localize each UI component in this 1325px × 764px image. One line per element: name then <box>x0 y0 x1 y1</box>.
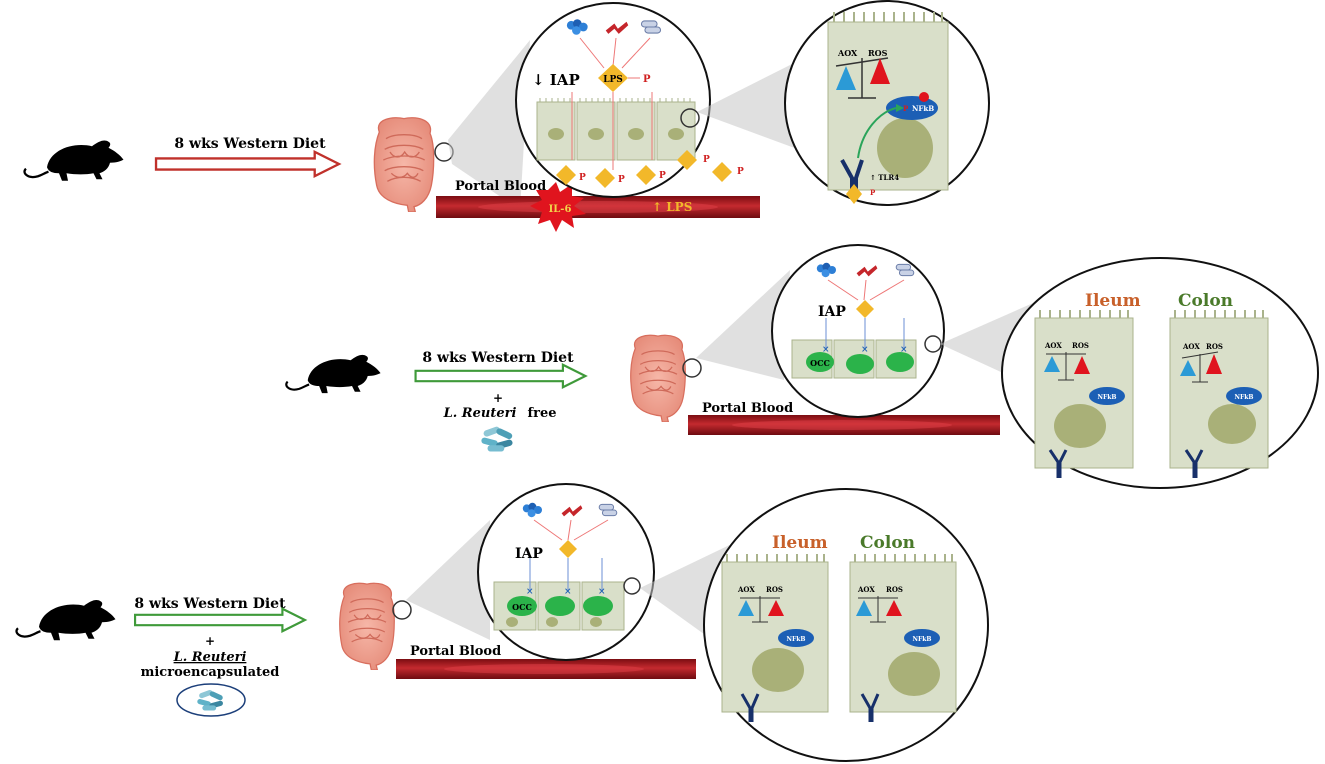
intestine-icon <box>629 334 687 422</box>
diet-arrow <box>414 363 587 389</box>
species-label: L. Reuteri <box>173 650 247 665</box>
rat-icon <box>23 139 125 182</box>
intestine-icon <box>338 582 396 670</box>
arrow-label: 8 wks Western Diet <box>422 350 574 366</box>
nfkb-label: NFkB <box>1235 394 1254 401</box>
nfkb-phospho: P <box>903 104 909 113</box>
svg-text:×: × <box>861 345 869 355</box>
plus-label: + <box>493 391 503 405</box>
zoom-cone <box>448 40 530 210</box>
blood-lps-label: ↑ LPS <box>652 200 692 214</box>
probiotic-icon <box>480 425 514 452</box>
svg-text:P: P <box>579 173 586 183</box>
ileum-label: Ileum <box>772 533 828 553</box>
il6-burst <box>530 182 586 232</box>
diet-arrow <box>154 150 341 178</box>
portal-blood-label: Portal Blood <box>455 179 546 194</box>
aox-label: AOX <box>737 585 755 594</box>
ros-label: ROS <box>1072 341 1089 350</box>
nfkb-label: NFkB <box>912 104 934 113</box>
nfkb-label: NFkB <box>787 636 806 643</box>
tlr4-phospho: P <box>870 188 876 197</box>
zoom-circle-epithelium: ↓ IAP LPS P <box>515 2 744 198</box>
row-2-reuteri-free: 8 wks Western Diet + L. Reuteri free Por… <box>285 244 1319 489</box>
tlr4-label: ↑ TLR4 <box>870 173 899 182</box>
panel-ileum-colon: Ileum Colon AOX ROS NFkB AOX <box>1001 257 1319 489</box>
row-3-reuteri-microencapsulated: 8 wks Western Diet + L. Reuteri microenc… <box>15 483 989 762</box>
intestine-icon <box>373 116 435 212</box>
svg-text:×: × <box>526 587 534 597</box>
nfkb-label: NFkB <box>1098 394 1117 401</box>
form-label: free <box>528 406 557 421</box>
iap-label: IAP <box>818 304 846 320</box>
ros-label: ROS <box>1206 342 1223 351</box>
svg-text:P: P <box>659 171 666 181</box>
species-label: L. Reuteri <box>443 406 517 421</box>
plus-label: + <box>205 634 215 648</box>
panel-ileum-colon: Ileum Colon AOX ROS NFkB AOX <box>703 488 989 762</box>
svg-text:×: × <box>598 587 606 597</box>
zoom-circle-epithelium: IAP × × × OCC <box>477 483 655 661</box>
row-1-western-diet: 8 wks Western Diet Portal Blood IL-6 ↑ L… <box>23 0 990 232</box>
svg-text:P: P <box>703 155 710 165</box>
microcapsule <box>176 683 246 717</box>
svg-text:×: × <box>900 345 908 355</box>
ileum-label: Ileum <box>1085 291 1141 311</box>
il6-label: IL-6 <box>549 204 572 215</box>
ros-label: ROS <box>766 585 783 594</box>
ros-label: ROS <box>868 48 888 58</box>
svg-text:×: × <box>822 345 830 355</box>
ros-label: ROS <box>886 585 903 594</box>
portal-blood-label: Portal Blood <box>702 401 793 416</box>
colon-label: Colon <box>860 533 915 553</box>
lps-label: LPS <box>603 75 623 85</box>
arrow-label: 8 wks Western Diet <box>134 596 286 612</box>
arrow-label: 8 wks Western Diet <box>174 136 326 152</box>
iap-label: ↓ IAP <box>532 71 580 89</box>
svg-text:×: × <box>564 587 572 597</box>
diet-arrow <box>133 607 307 633</box>
svg-text:P: P <box>737 167 744 177</box>
svg-text:P: P <box>618 175 625 185</box>
phospho-label: P <box>643 74 651 85</box>
portal-blood-label: Portal Blood <box>410 644 501 659</box>
aox-label: AOX <box>1182 342 1200 351</box>
zoom-circle-epithelium: IAP × × × OCC <box>771 244 945 418</box>
nfkb-label: NFkB <box>913 636 932 643</box>
zoom-circle-cell: AOX ROS P NFkB ↑ TLR4 P <box>784 0 990 206</box>
rat-icon <box>15 598 117 642</box>
rat-icon <box>285 353 382 395</box>
form-label: microencapsulated <box>141 665 280 680</box>
aox-label: AOX <box>837 48 858 58</box>
aox-label: AOX <box>1044 341 1062 350</box>
colon-label: Colon <box>1178 291 1233 311</box>
aox-label: AOX <box>857 585 875 594</box>
iap-label: IAP <box>515 546 543 562</box>
occ-label: OCC <box>512 602 532 612</box>
occ-label: OCC <box>810 358 830 368</box>
